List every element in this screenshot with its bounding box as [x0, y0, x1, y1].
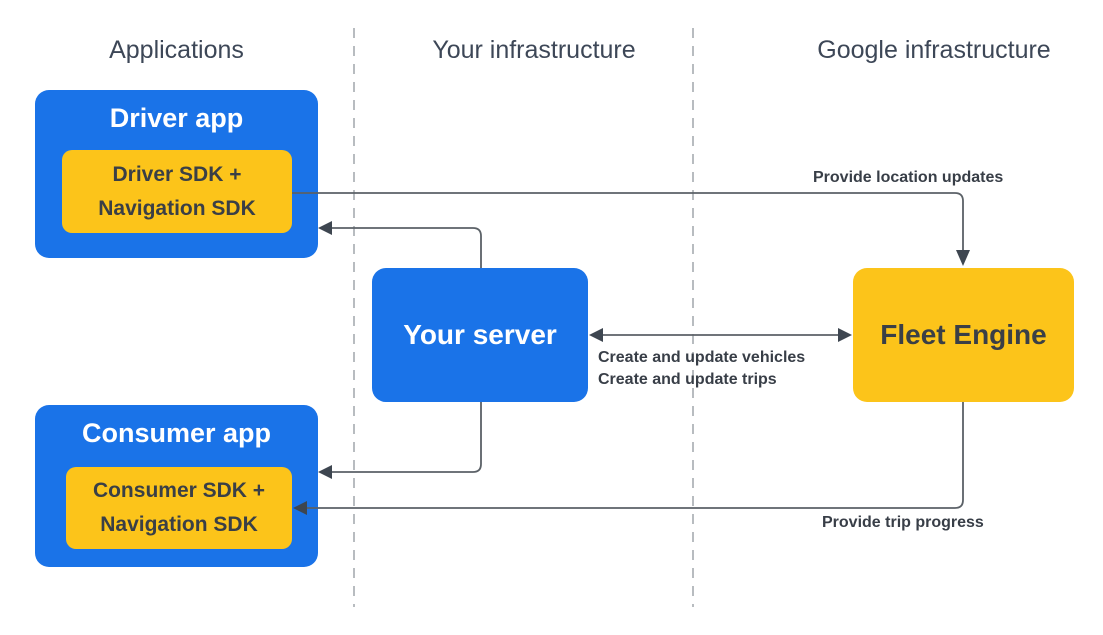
connector-location-updates — [292, 192, 964, 251]
edge-label-create-trips: Create and update trips — [598, 371, 777, 388]
driver-sdk-node: Driver SDK + Navigation SDK — [62, 150, 292, 233]
consumer-sdk-node: Consumer SDK + Navigation SDK — [66, 467, 292, 549]
arrowhead-down-fleet-engine — [956, 250, 970, 266]
consumer-sdk-label-line2: Navigation SDK — [100, 513, 258, 536]
edge-label-location-updates: Provide location updates — [813, 169, 1004, 186]
arrowhead-left-consumer-app — [318, 465, 332, 479]
driver-app-node: Driver app Driver SDK + Navigation SDK — [35, 90, 318, 258]
edge-label-create-vehicles: Create and update vehicles — [598, 349, 806, 366]
connector-trip-progress — [306, 402, 964, 509]
fleet-engine-title: Fleet Engine — [880, 319, 1047, 350]
arrowhead-left-driver-app — [318, 221, 332, 235]
edge-label-trip-progress: Provide trip progress — [822, 514, 984, 531]
column-header-your-infrastructure: Your infrastructure — [432, 36, 636, 64]
fleet-engine-node: Fleet Engine — [853, 268, 1074, 402]
driver-sdk-label-line2: Navigation SDK — [98, 196, 256, 220]
consumer-sdk-label-line1: Consumer SDK + — [92, 479, 266, 502]
arrowhead-left-your-server — [589, 328, 603, 342]
consumer-app-title: Consumer app — [81, 418, 272, 448]
column-header-google-infrastructure: Google infrastructure — [817, 36, 1051, 64]
connector-server-to-driver — [331, 227, 482, 268]
your-server-title: Your server — [403, 319, 557, 350]
driver-app-title: Driver app — [109, 103, 244, 133]
arrowhead-right-fleet-engine — [838, 328, 852, 342]
your-server-node: Your server — [372, 268, 588, 402]
driver-sdk-label-line1: Driver SDK + — [112, 162, 242, 186]
edge-label-server-fleet: Create and update vehicles Create and up… — [598, 347, 805, 391]
connector-server-to-consumer — [331, 402, 482, 473]
column-header-applications: Applications — [109, 36, 244, 64]
consumer-app-node: Consumer app Consumer SDK + Navigation S… — [35, 405, 318, 567]
